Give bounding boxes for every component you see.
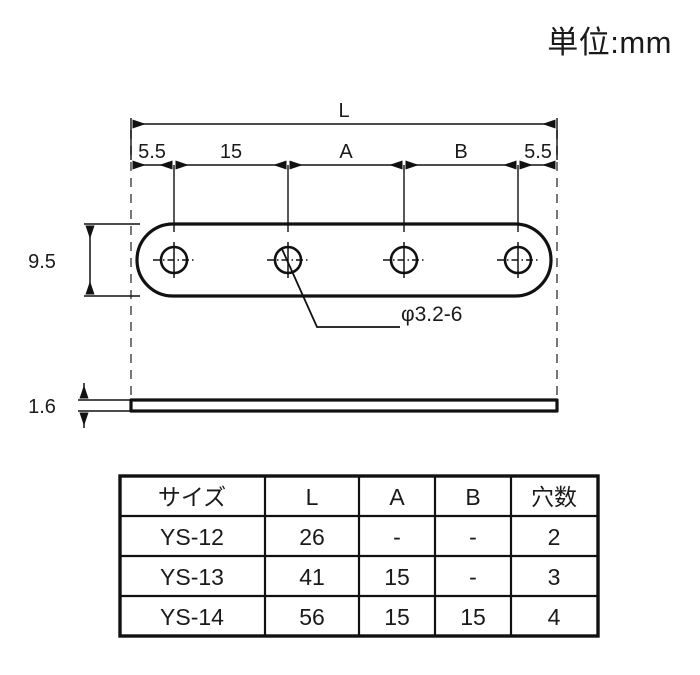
cell-L-1: 26 [299, 524, 325, 550]
hole-callout-label: φ3.2-6 [401, 303, 462, 326]
unit-note: 単位:mm [547, 25, 672, 60]
cell-B-3: 15 [460, 604, 486, 630]
cell-size-3: YS-14 [160, 604, 224, 630]
cell-holes-3: 4 [548, 604, 561, 630]
hole-callout-leader [281, 248, 400, 328]
cell-holes-2: 3 [548, 564, 561, 590]
cell-B-2: - [469, 564, 477, 590]
spec-table-row-1: YS-12 26 - - 2 [160, 524, 560, 550]
dim-label-overall-L: L [338, 100, 349, 122]
dim-label-seg-5: 5.5 [524, 141, 552, 163]
cell-size-1: YS-12 [160, 524, 224, 550]
cell-A-3: 15 [384, 604, 410, 630]
spec-table: サイズ L A B 穴数 YS-12 26 - - 2 YS-13 41 15 … [118, 474, 600, 638]
hole-group-2 [267, 242, 309, 278]
cell-A-1: - [393, 524, 401, 550]
hole-group-3 [383, 242, 425, 278]
dim-label-seg-3: A [339, 141, 353, 163]
cell-A-2: 15 [384, 564, 410, 590]
cell-B-1: - [469, 524, 477, 550]
hole-group-4 [497, 242, 539, 278]
cell-L-3: 56 [299, 604, 325, 630]
spec-table-row-2: YS-13 41 15 - 3 [160, 564, 560, 590]
spec-table-header-L: L [306, 484, 319, 510]
dim-label-thickness: 1.6 [28, 396, 56, 418]
spec-table-header-holes: 穴数 [531, 484, 577, 510]
dim-label-seg-2: 15 [220, 141, 242, 163]
spec-table-header-size: サイズ [158, 484, 226, 510]
dim-label-seg-1: 5.5 [138, 141, 166, 163]
spec-table-row-3: YS-14 56 15 15 4 [160, 604, 561, 630]
plate-outline-side-view [129, 398, 559, 413]
cell-L-2: 41 [299, 564, 325, 590]
spec-table-header-B: B [465, 484, 480, 510]
dim-label-height: 9.5 [28, 251, 56, 273]
hole-group-1 [153, 242, 195, 278]
dim-label-seg-4: B [454, 141, 467, 163]
spec-table-header-A: A [389, 484, 405, 510]
cell-size-2: YS-13 [160, 564, 224, 590]
cell-holes-1: 2 [548, 524, 561, 550]
plate-outline-top-view [135, 222, 553, 298]
